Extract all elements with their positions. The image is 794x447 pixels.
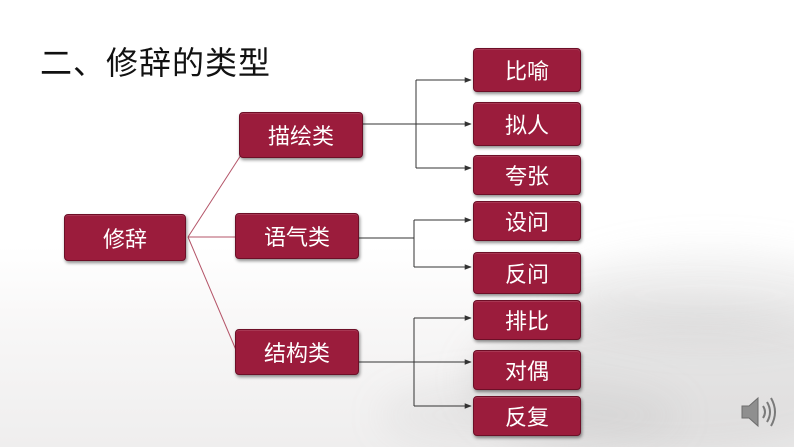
category-node-tone: 语气类 (235, 213, 359, 259)
speaker-icon[interactable] (738, 392, 780, 432)
root-connector (188, 237, 236, 350)
leaf-node: 反问 (473, 252, 581, 294)
leaf-node: 夸张 (473, 155, 581, 195)
leaf-node: 设问 (473, 201, 581, 241)
leaf-node: 排比 (473, 300, 581, 340)
leaf-node: 比喻 (473, 48, 581, 92)
leaf-node: 反复 (473, 396, 581, 436)
category-node-structure: 结构类 (235, 329, 359, 375)
root-connector (188, 155, 241, 237)
category-node-depiction: 描绘类 (239, 112, 363, 158)
leaf-node: 对偶 (473, 350, 581, 390)
leaf-node: 拟人 (473, 102, 581, 146)
root-node: 修辞 (64, 214, 186, 261)
